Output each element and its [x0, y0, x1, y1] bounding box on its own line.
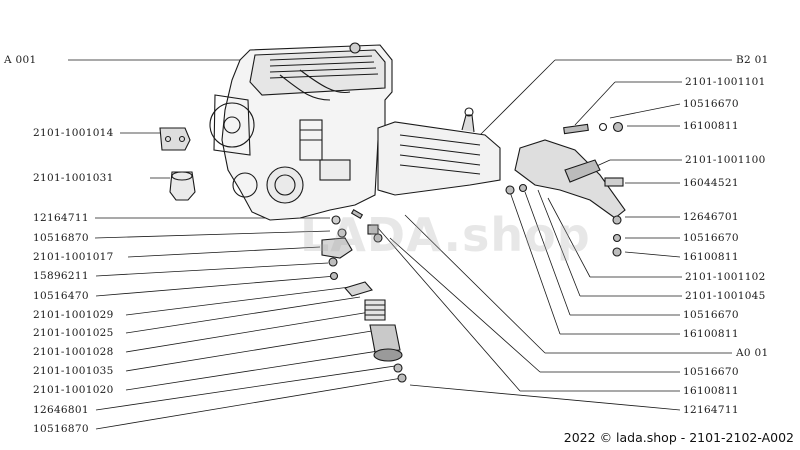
part-label: 16100811 — [683, 120, 739, 132]
part-label: 2101-1001100 — [685, 154, 766, 166]
part-label: 10516470 — [33, 290, 89, 302]
part-label: 2101-1001102 — [685, 271, 766, 283]
part-label: 16100811 — [683, 385, 739, 397]
part-label: 12646801 — [33, 404, 89, 416]
footer-caption: 2022 © lada.shop - 2101-2102-A002 — [563, 430, 794, 445]
part-label: A 001 — [4, 54, 37, 66]
part-label: 10516670 — [683, 309, 739, 321]
part-label: A0 01 — [736, 347, 769, 359]
part-label: 2101-1001045 — [685, 290, 766, 302]
part-label: 10516670 — [683, 232, 739, 244]
part-label: 2101-1001025 — [33, 327, 114, 339]
part-label: 16100811 — [683, 328, 739, 340]
leader-lines-left — [68, 59, 403, 430]
part-label: 15896211 — [33, 270, 89, 282]
part-label: 10516870 — [33, 423, 89, 435]
part-label: 2101-1001014 — [33, 127, 114, 139]
part-label: 2101-1001029 — [33, 309, 114, 321]
part-label: B2 01 — [736, 54, 769, 66]
part-label: 12164711 — [33, 212, 89, 224]
part-label: 16044521 — [683, 177, 739, 189]
gearbox-illustration — [377, 107, 501, 196]
part-label: 2101-1001101 — [685, 76, 766, 88]
mount-stack — [321, 209, 407, 383]
part-label: 10516870 — [33, 232, 89, 244]
part-label: 12164711 — [683, 404, 739, 416]
part-label: 10516670 — [683, 366, 739, 378]
part-label: 16100811 — [683, 251, 739, 263]
part-label: 12646701 — [683, 211, 739, 223]
watermark-text: LADA.shop — [300, 208, 591, 262]
part-label: 2101-1001031 — [33, 172, 114, 184]
part-label: 2101-1001017 — [33, 251, 114, 263]
part-label: 2101-1001035 — [33, 365, 114, 377]
part-label: 10516670 — [683, 98, 739, 110]
engine-illustration — [209, 42, 393, 221]
part-label: 2101-1001028 — [33, 346, 114, 358]
left-parts — [159, 127, 196, 201]
right-bracket — [505, 121, 626, 257]
part-label: 2101-1001020 — [33, 384, 114, 396]
